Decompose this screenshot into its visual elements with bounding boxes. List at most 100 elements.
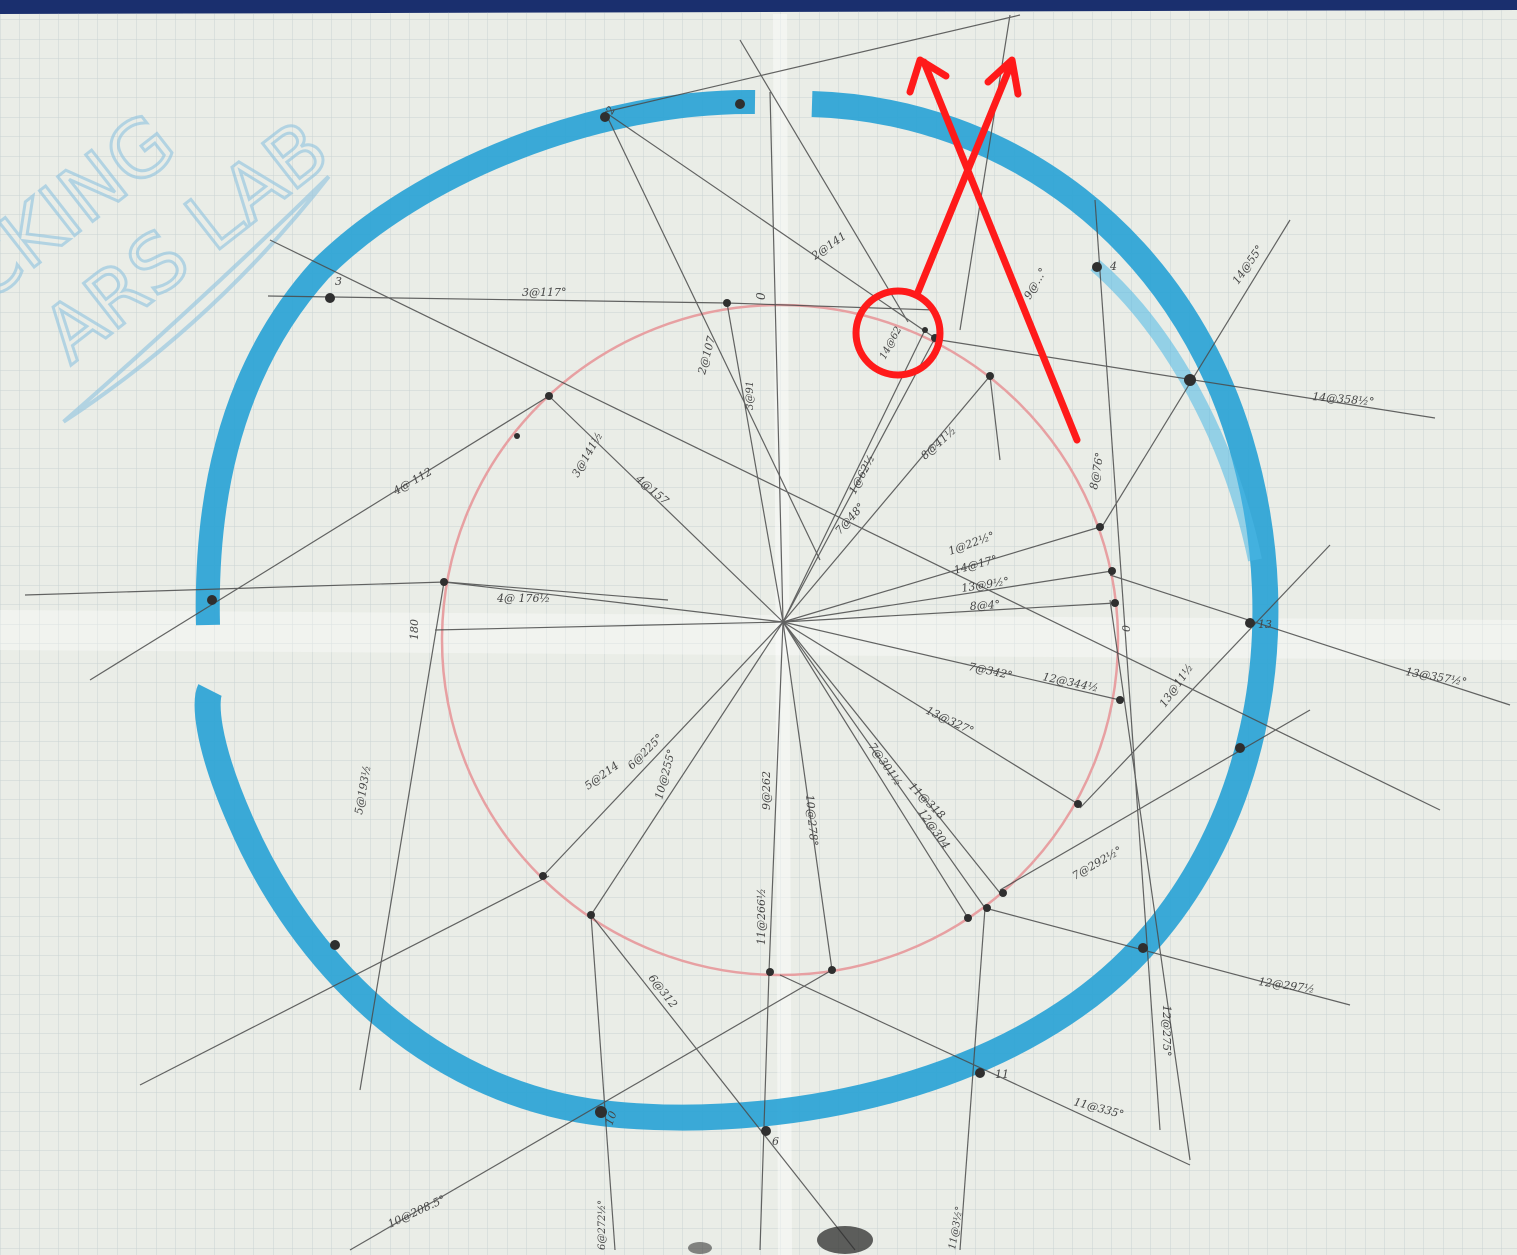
ray [590,621,784,916]
chord [590,914,616,1251]
point [1096,523,1104,531]
chord [1109,574,1511,706]
chord [89,395,550,681]
ring-point [595,1106,607,1118]
ring-point [735,99,745,109]
ring-point [761,1126,771,1136]
point-label-3: 3 [335,275,342,288]
label-10at278: 10@278° [803,794,820,846]
point [964,914,972,922]
ray [782,375,991,623]
ring-point [330,940,340,950]
ray [782,621,833,971]
point [539,872,547,880]
pencil-lines [24,14,1511,1251]
ray [782,621,1001,894]
point [999,889,1007,897]
ray [434,621,784,631]
fold-horizontal [0,610,1517,660]
label-3at117: 3@117° [522,286,567,299]
chord [989,375,1001,461]
point [587,911,595,919]
ray [782,621,1121,701]
point [514,433,520,439]
chord [959,907,986,1251]
label-11at266: 11@266½ [755,888,768,945]
chord [1094,199,1161,1131]
ring-point [1235,743,1245,753]
label-12at275: 12@275° [1160,1005,1173,1057]
chord [269,239,1441,811]
point [1111,599,1119,607]
logo-swoosh [62,175,331,424]
chord [739,39,909,323]
chord [999,709,1311,891]
point [723,299,731,307]
arrow-head-right [906,56,950,96]
ink-smudge-2 [688,1242,712,1254]
ring-point [600,112,610,122]
label-bottom1: 6@272½° [597,1200,608,1250]
chord [1109,599,1191,1161]
ray [548,395,784,623]
chord [604,111,936,339]
chord [604,111,821,561]
chord [267,295,728,304]
point [1116,696,1124,704]
chord [359,581,445,1091]
ray [782,570,1113,623]
arrow-line-right [920,58,1081,444]
ray [768,621,784,973]
ray [782,621,969,919]
point-label-11: 11 [995,1068,1009,1081]
chord [444,581,669,601]
axis-label-right: 0 [1120,625,1133,632]
label-9at262: 9@262 [760,771,773,810]
arrow-head-left [984,56,1022,98]
chord [779,974,1191,1166]
chord [604,14,1021,113]
ring-point [325,293,335,303]
chord [24,581,446,596]
chord [1099,219,1291,531]
ring-point [207,595,217,605]
ray [542,621,784,877]
label-3at91: 3@91 [745,381,756,410]
chord [590,914,856,1251]
point [545,392,553,400]
point-label-10: 10 [603,1109,620,1127]
ray [443,581,784,623]
point [983,904,991,912]
label-14at358: 14@358½° [1312,390,1375,408]
ray [782,602,1116,623]
ring-point [1092,262,1102,272]
ring-point [975,1068,985,1078]
blue-outer-ring [194,89,1279,1131]
highlight-circle [852,287,944,379]
ray [726,302,784,623]
ink-smudge [817,1226,873,1254]
point-label-4: 4 [1109,260,1117,273]
marked-points [207,99,1255,1136]
blue-ring-overtrace [1090,259,1262,562]
axis-label-left: 180 [408,619,421,640]
point [1108,567,1116,575]
ring-point [1138,943,1148,953]
point [922,327,928,333]
point-label-6: 6 [772,1135,779,1148]
ray [782,329,926,623]
ray [769,91,784,623]
point [766,968,774,976]
label-8at76: 8@76° [1087,451,1106,490]
ring-point [1245,618,1255,628]
arrow-line-left [914,58,1016,296]
point [986,372,994,380]
point [440,578,448,586]
ray [782,621,986,909]
blue-ring-topleft [195,89,756,626]
chord [139,875,550,1086]
label-4at176: 4@ 176½ [496,592,550,605]
chord [984,907,1351,1006]
